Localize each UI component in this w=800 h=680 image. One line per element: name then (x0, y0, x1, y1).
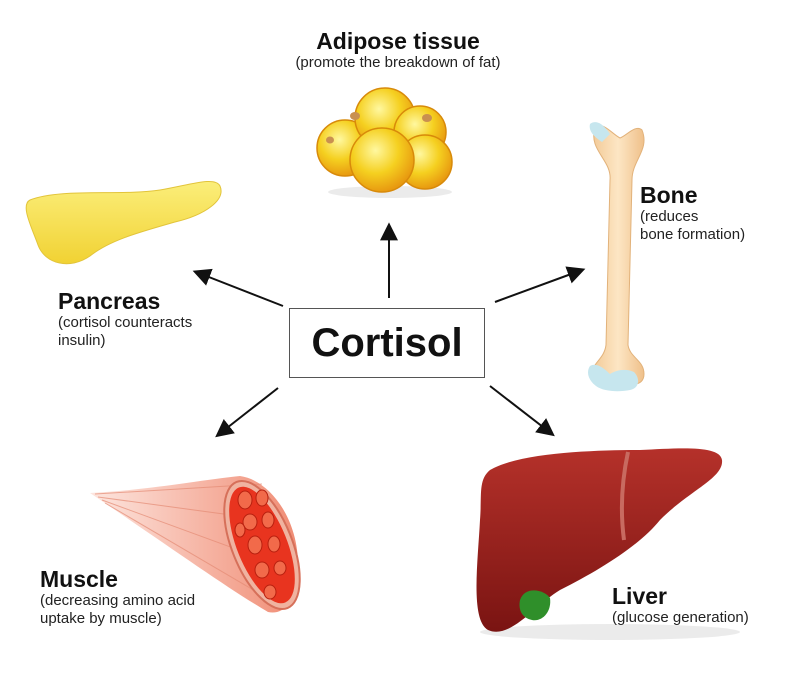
label-liver: Liver (glucose generation) (612, 583, 792, 627)
muscle-title: Muscle (40, 566, 118, 592)
label-adipose: Adipose tissue (promote the breakdown of… (258, 28, 538, 72)
label-bone: Bone (reduces bone formation) (640, 182, 790, 243)
arrow-to-muscle (215, 387, 279, 438)
pancreas-title: Pancreas (58, 288, 161, 314)
bone-title: Bone (640, 182, 698, 208)
arrow-to-pancreas (192, 268, 284, 307)
adipose-title: Adipose tissue (316, 28, 480, 54)
muscle-illustration (90, 476, 301, 613)
arrow-to-liver (489, 385, 555, 437)
pancreas-desc: (cortisol counteracts insulin) (58, 314, 193, 349)
pancreas-illustration (25, 180, 222, 265)
liver-illustration (476, 448, 740, 640)
arrow-to-bone (494, 266, 586, 303)
bone-desc: (reduces bone formation) (640, 208, 746, 243)
liver-desc: (glucose generation) (612, 609, 749, 627)
liver-title: Liver (612, 583, 667, 609)
label-muscle: Muscle (decreasing amino acid uptake by … (40, 566, 260, 627)
cortisol-label: Cortisol (311, 320, 463, 365)
bone-illustration (588, 122, 645, 392)
label-pancreas: Pancreas (cortisol counteracts insulin) (58, 288, 258, 349)
arrows (192, 222, 586, 438)
muscle-desc: (decreasing amino acid uptake by muscle) (40, 592, 196, 627)
adipose-tissue-illustration (316, 87, 453, 198)
cortisol-box: Cortisol (289, 308, 485, 378)
adipose-desc: (promote the breakdown of fat) (295, 54, 501, 72)
